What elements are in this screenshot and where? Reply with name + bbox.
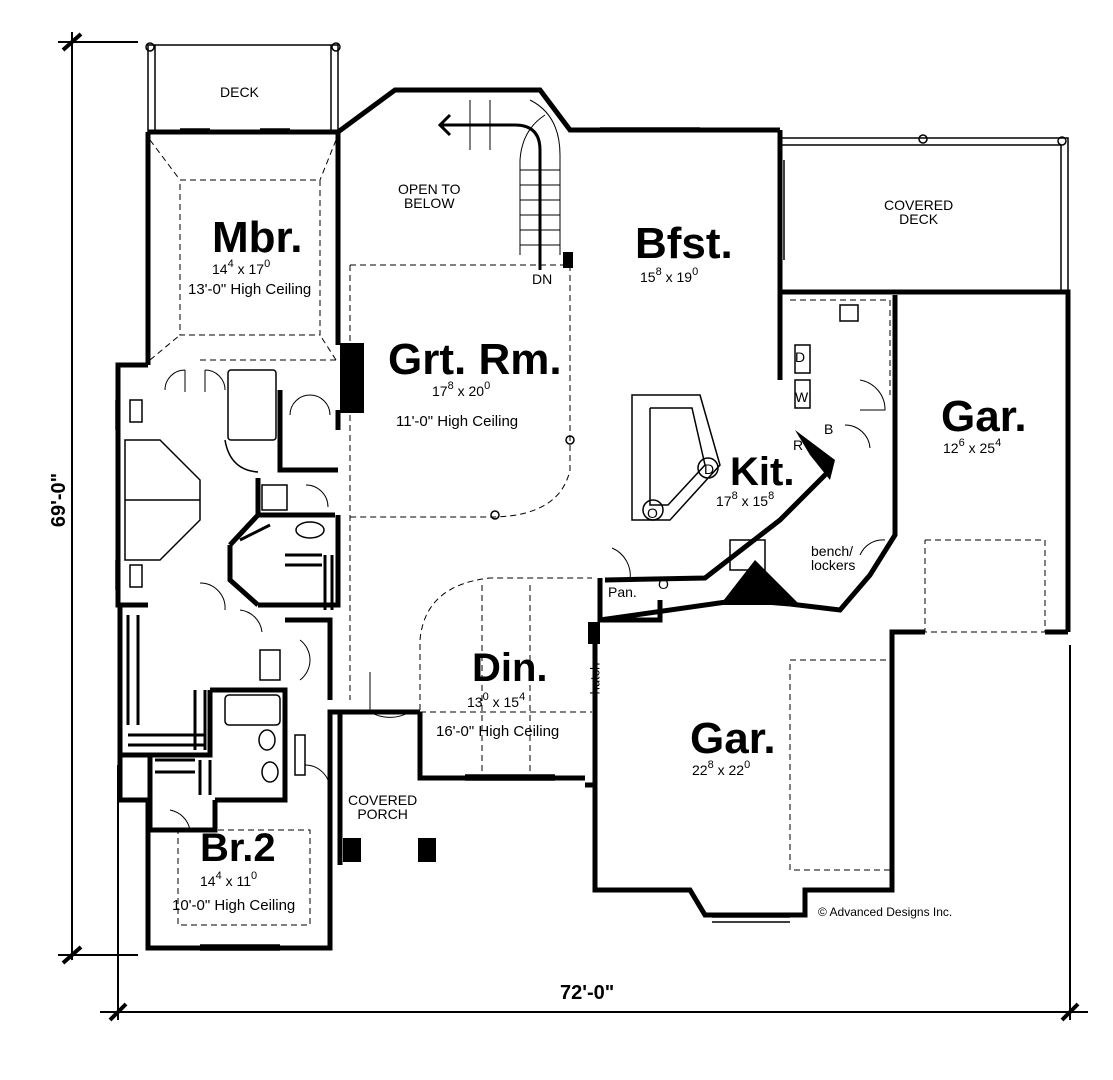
grt-ceiling: 11'-0" High Ceiling — [396, 413, 519, 430]
din-size: 130 x 154 — [467, 691, 526, 710]
dimension-lines — [58, 32, 1088, 1022]
copyright-text: Advanced Designs Inc. — [829, 905, 953, 919]
covered-deck-line-1: COVERED — [884, 197, 954, 213]
br2-w-in: 4 — [215, 870, 222, 882]
bench-b-label: B — [824, 421, 834, 437]
overall-depth-label: 69'-0" — [48, 472, 70, 528]
din-w-ft: 13 — [467, 694, 483, 710]
gar2-w-in: 8 — [707, 759, 714, 771]
grt-w-ft: 17 — [432, 383, 448, 399]
deck-label: DECK — [220, 84, 259, 100]
din-name: Din. — [472, 646, 548, 690]
grt-name: Grt. Rm. — [388, 335, 562, 384]
bfst-size: 158 x 190 — [640, 266, 699, 285]
grt-w-in: 8 — [447, 380, 454, 392]
din-ceiling: 16'-0" High Ceiling — [436, 723, 560, 740]
solid-elements — [340, 252, 835, 862]
kit-w-ft: 17 — [716, 493, 732, 509]
gar1-name: Gar. — [941, 392, 1027, 441]
kit-size: 178 x 158 — [716, 490, 775, 509]
grt-size: 178 x 200 — [432, 380, 491, 399]
gar2-w-ft: 22 — [692, 762, 708, 778]
din-d-in: 4 — [519, 691, 526, 703]
mbr-d-in: 0 — [264, 258, 271, 270]
din-d-ft: 15 — [503, 694, 520, 710]
walls — [115, 87, 1071, 951]
door-swings — [164, 369, 886, 831]
gar2-d-ft: 22 — [728, 762, 745, 778]
br2-ceiling: 10'-0" High Ceiling — [172, 897, 296, 914]
bfst-d-ft: 19 — [676, 269, 693, 285]
grt-d-in: 0 — [484, 380, 491, 392]
open-line-2: BELOW — [403, 195, 455, 211]
oven-label-2: O — [658, 576, 669, 592]
mbr-d-ft: 17 — [248, 261, 265, 277]
fridge-label: R — [793, 437, 804, 453]
gar2-size: 228 x 220 — [692, 759, 751, 778]
deck-outlines — [145, 42, 1069, 292]
covered-porch-line-1: COVERED — [348, 792, 418, 808]
mbr-size: 144 x 170 — [212, 258, 271, 277]
oven-label-1: O — [647, 505, 658, 521]
grt-d-ft: 20 — [468, 383, 485, 399]
stair-icon — [437, 99, 561, 270]
hutch-label: hutch — [587, 662, 603, 695]
fixtures — [124, 304, 859, 783]
gar1-w-in: 6 — [958, 437, 965, 449]
din-w-in: 0 — [482, 691, 489, 703]
gar1-size: 126 x 254 — [943, 437, 1002, 456]
covered-porch-line-2: PORCH — [357, 806, 408, 822]
bench-line-2: lockers — [811, 557, 856, 573]
dishwasher-label: D — [704, 461, 715, 477]
br2-name: Br.2 — [200, 826, 276, 870]
bfst-w-ft: 15 — [640, 269, 656, 285]
mbr-name: Mbr. — [212, 213, 303, 262]
gar2-d-in: 0 — [744, 759, 751, 771]
kit-name: Kit. — [730, 450, 795, 494]
kit-d-in: 8 — [768, 490, 775, 502]
closet-rods — [126, 523, 334, 795]
covered-deck-line-2: DECK — [899, 211, 939, 227]
window-marks — [115, 127, 790, 951]
mbr-w-ft: 14 — [212, 261, 228, 277]
br2-d-ft: 11 — [236, 873, 252, 889]
bfst-w-in: 8 — [655, 266, 662, 278]
br2-d-in: 0 — [251, 870, 258, 882]
gar1-d-in: 4 — [995, 437, 1002, 449]
pantry-label: Pan. — [608, 584, 637, 600]
gar1-w-ft: 12 — [943, 440, 959, 456]
open-line-1: OPEN TO — [398, 181, 461, 197]
bfst-d-in: 0 — [692, 266, 699, 278]
stair-down-label: DN — [532, 271, 553, 287]
bfst-name: Bfst. — [635, 219, 733, 268]
gar1-d-ft: 25 — [979, 440, 996, 456]
gar2-name: Gar. — [690, 714, 776, 763]
mbr-w-in: 4 — [227, 258, 234, 270]
dryer-label: D — [795, 349, 806, 365]
bench-line-1: bench/ — [811, 543, 854, 559]
copyright-label: © Advanced Designs Inc. — [818, 905, 953, 919]
br2-size: 144 x 110 — [200, 870, 258, 889]
mbr-ceiling: 13'-0" High Ceiling — [188, 281, 312, 298]
br2-w-ft: 14 — [200, 873, 216, 889]
kit-w-in: 8 — [731, 490, 738, 502]
washer-label: W — [795, 389, 809, 405]
bench-lockers-label: bench/lockers — [811, 544, 855, 572]
overall-width-label: 72'-0" — [560, 982, 615, 1004]
kit-d-ft: 15 — [752, 493, 769, 509]
